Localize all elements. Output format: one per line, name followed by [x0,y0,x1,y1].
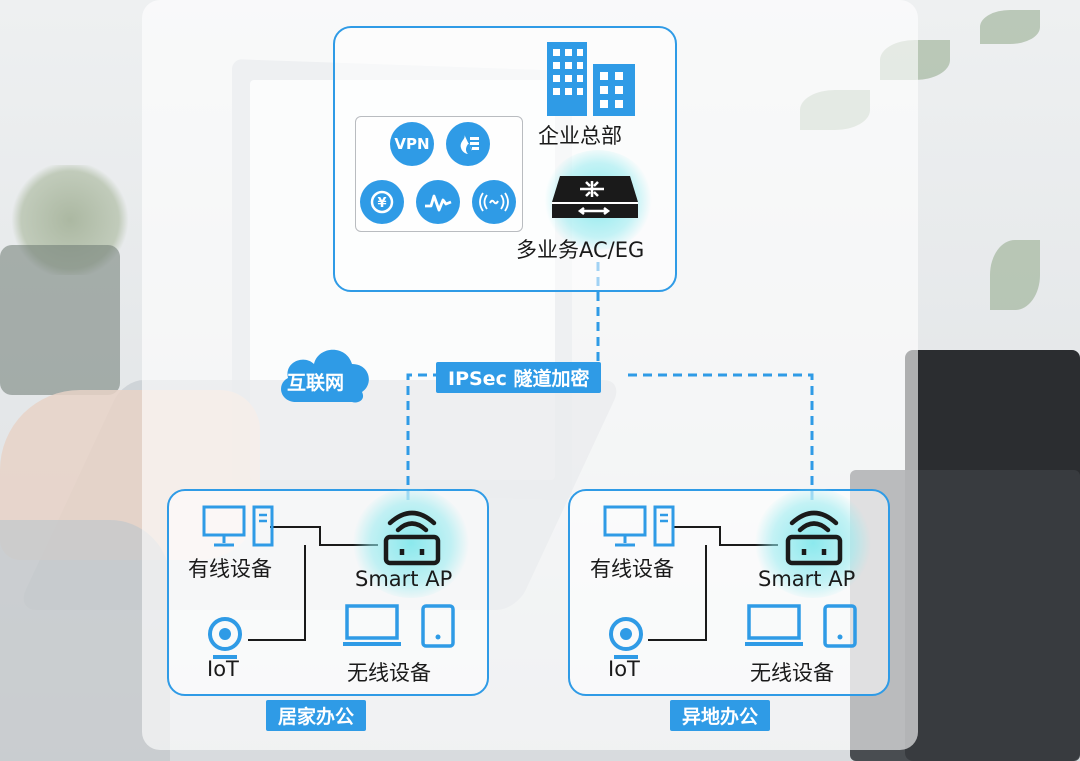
hq-label: 企业总部 [538,124,622,148]
wired-device-label: 有线设备 [590,557,674,581]
remote-office-tag: 异地办公 [670,700,771,731]
iot-camera-icon [208,617,242,659]
ipsec-tunnel-label: IPSec 隧道加密 [436,362,602,393]
smart-ap-glow [754,488,872,598]
smart-ap-label: Smart AP [355,567,453,591]
wireless-device-label: 无线设备 [347,661,431,685]
gateway-label: 多业务AC/EG [516,238,645,262]
smart-ap-icon [383,510,441,566]
gateway-device-icon [552,176,638,218]
background-plant-pot [0,245,120,395]
background-leaf [980,10,1040,44]
wired-device-icon [202,505,274,547]
wireless-device-label: 无线设备 [750,661,834,685]
smart-ap-icon [785,510,843,566]
internet-label: 互联网 [287,372,345,394]
money-icon: ¥ [360,180,404,224]
smart-ap-glow [352,488,470,598]
iot-label: IoT [207,657,239,681]
svg-text:¥: ¥ [377,196,386,211]
wired-device-label: 有线设备 [188,557,272,581]
wired-device-icon [603,505,675,547]
vpn-icon: VPN [390,122,434,166]
home-office-tag: 居家办公 [266,700,367,731]
building-icon [547,42,635,116]
wireless-icon [472,180,516,224]
background-leaf [990,240,1040,310]
wireless-device-icon [745,604,857,648]
internet-cloud-icon [281,349,369,403]
smart-ap-label: Smart AP [758,567,856,591]
background-arm [0,520,170,761]
firewall-icon [446,122,490,166]
iot-camera-icon [609,617,643,659]
activity-icon [416,180,460,224]
wireless-device-icon [343,604,455,648]
iot-label: IoT [608,657,640,681]
